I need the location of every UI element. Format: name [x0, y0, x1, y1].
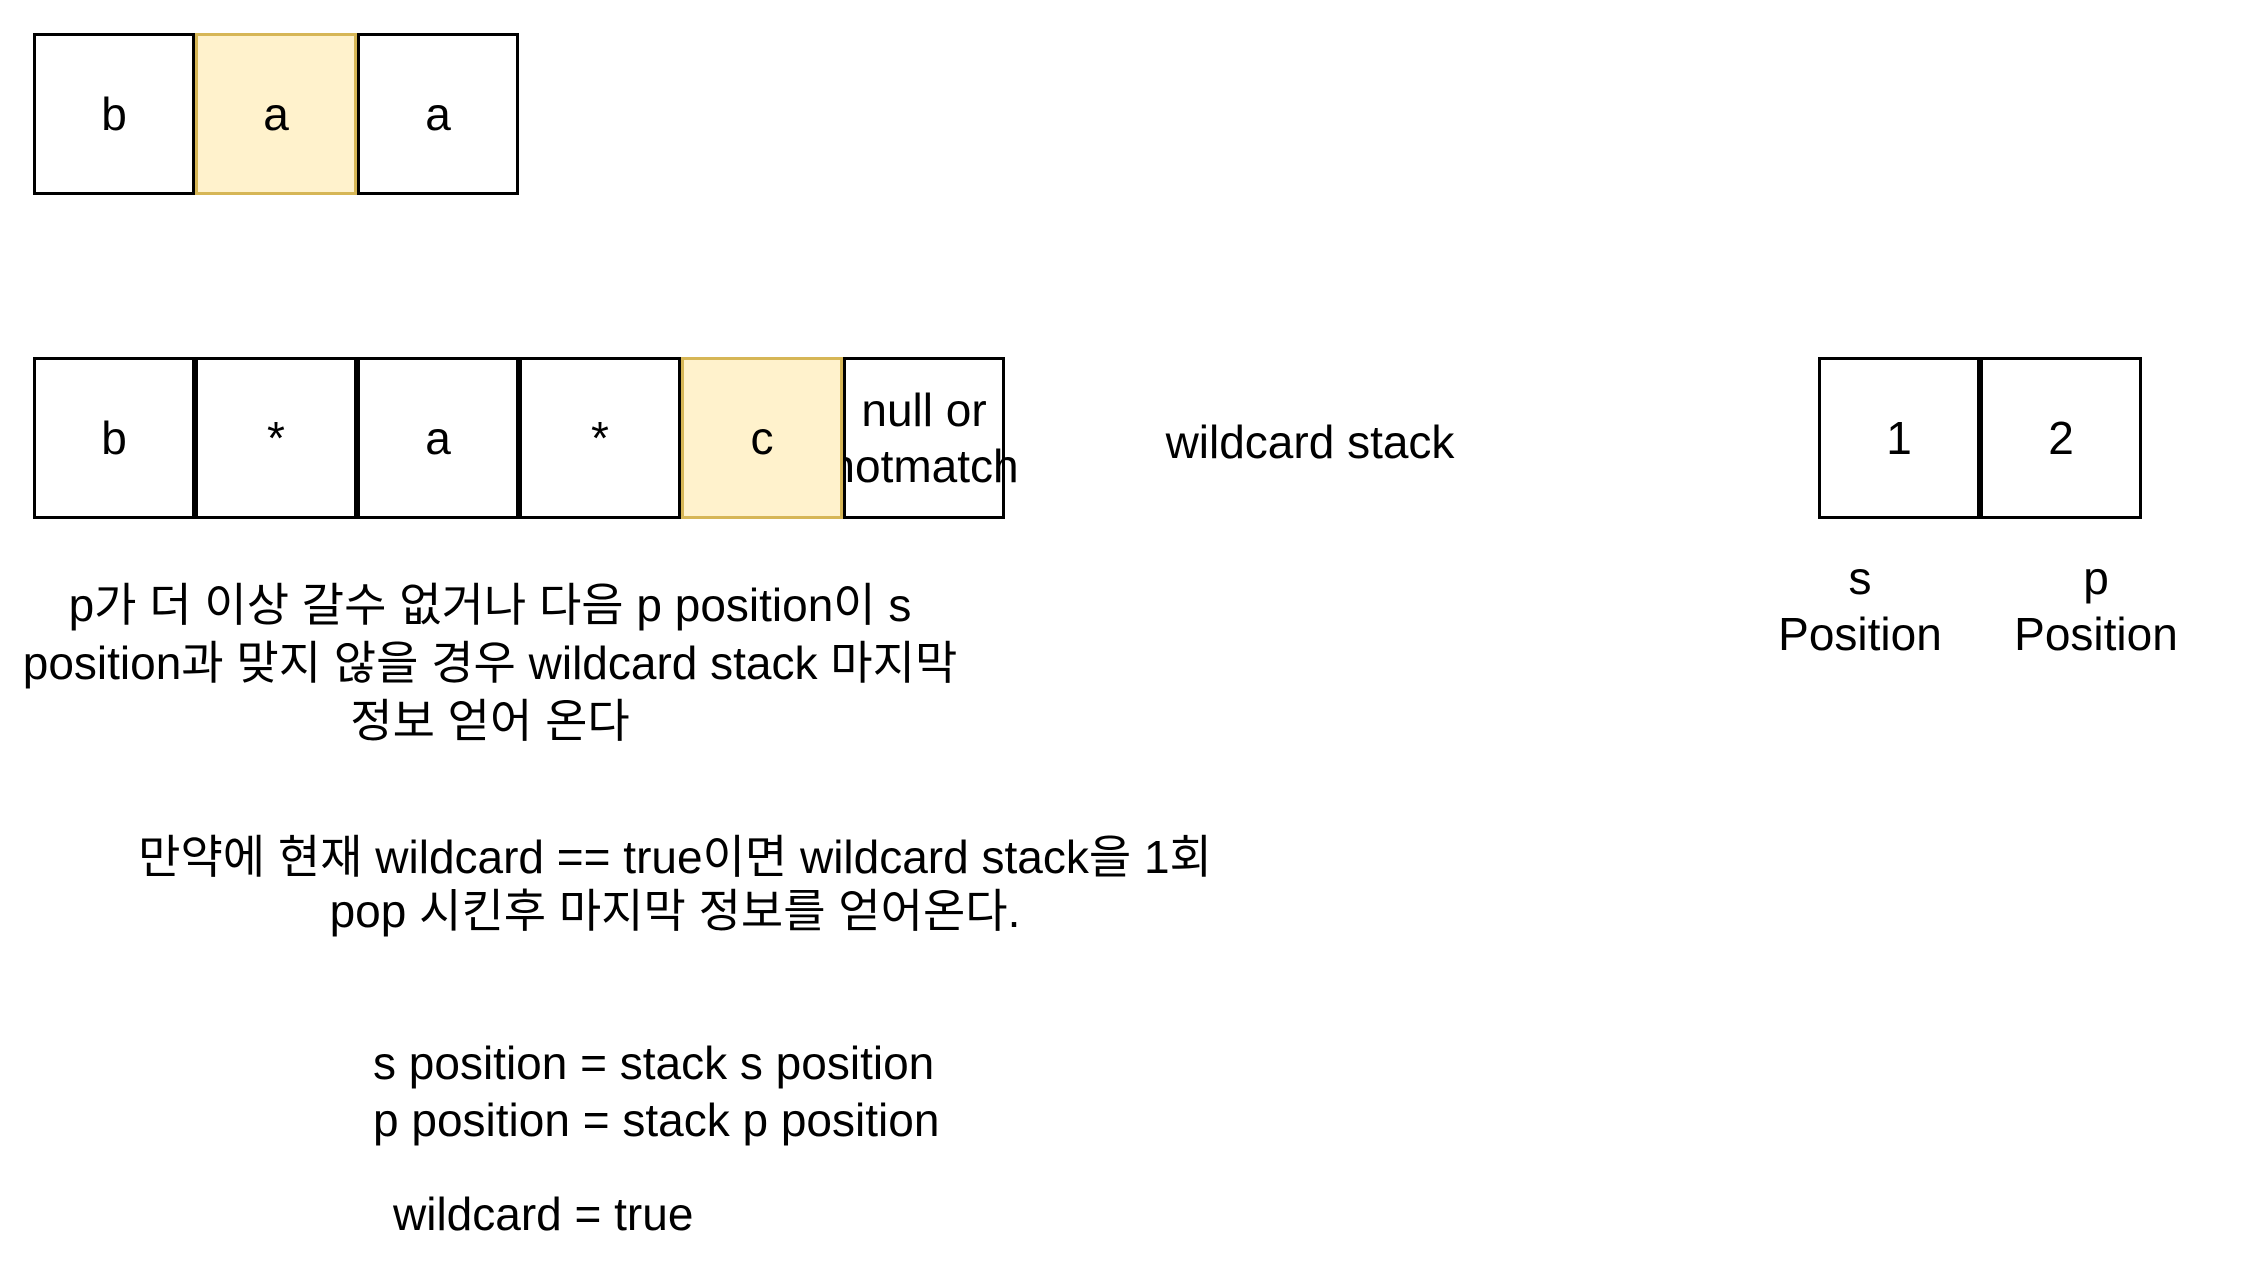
stack-cell-p-text: 2 — [2048, 412, 2074, 464]
p-cell-0-text: b — [101, 412, 127, 464]
p-cell-1-text: * — [267, 412, 285, 464]
note-backtrack-condition: p가 더 이상 갈수 없거나 다음 p position이 s position… — [22, 579, 958, 747]
stack-caption-p: p Position — [2014, 552, 2178, 660]
assign-p-position: p position = stack p position — [373, 1094, 940, 1146]
s-cell-0: b — [33, 33, 195, 195]
p-cell-2: a — [357, 357, 519, 519]
p-cell-4-highlighted: c — [681, 357, 843, 519]
p-cell-0: b — [33, 357, 195, 519]
stack-cell-p: 2 — [1980, 357, 2142, 519]
note-wildcard-pop: 만약에 현재 wildcard == true이면 wildcard stack… — [138, 831, 1212, 937]
s-cell-2: a — [357, 33, 519, 195]
assign-wildcard: wildcard = true — [393, 1188, 694, 1240]
wildcard-stack-label: wildcard stack — [1165, 416, 1455, 468]
p-cell-3-text: * — [591, 412, 609, 464]
p-cell-3: * — [519, 357, 681, 519]
s-cell-1-text: a — [263, 88, 289, 140]
s-cell-0-text: b — [101, 88, 127, 140]
stack-caption-s: s Position — [1778, 552, 1942, 660]
p-cell-1: * — [195, 357, 357, 519]
assign-s-position: s position = stack s position — [373, 1037, 935, 1089]
p-cell-5-text: null or notmatch — [829, 384, 1019, 492]
p-cell-5: null or notmatch — [829, 357, 1019, 519]
p-cell-2-text: a — [425, 412, 451, 464]
stack-cell-s: 1 — [1818, 357, 1980, 519]
stack-cell-s-text: 1 — [1886, 412, 1912, 464]
s-cell-2-text: a — [425, 88, 451, 140]
s-cell-1-highlighted: a — [195, 33, 357, 195]
p-cell-4-text: c — [750, 412, 774, 464]
